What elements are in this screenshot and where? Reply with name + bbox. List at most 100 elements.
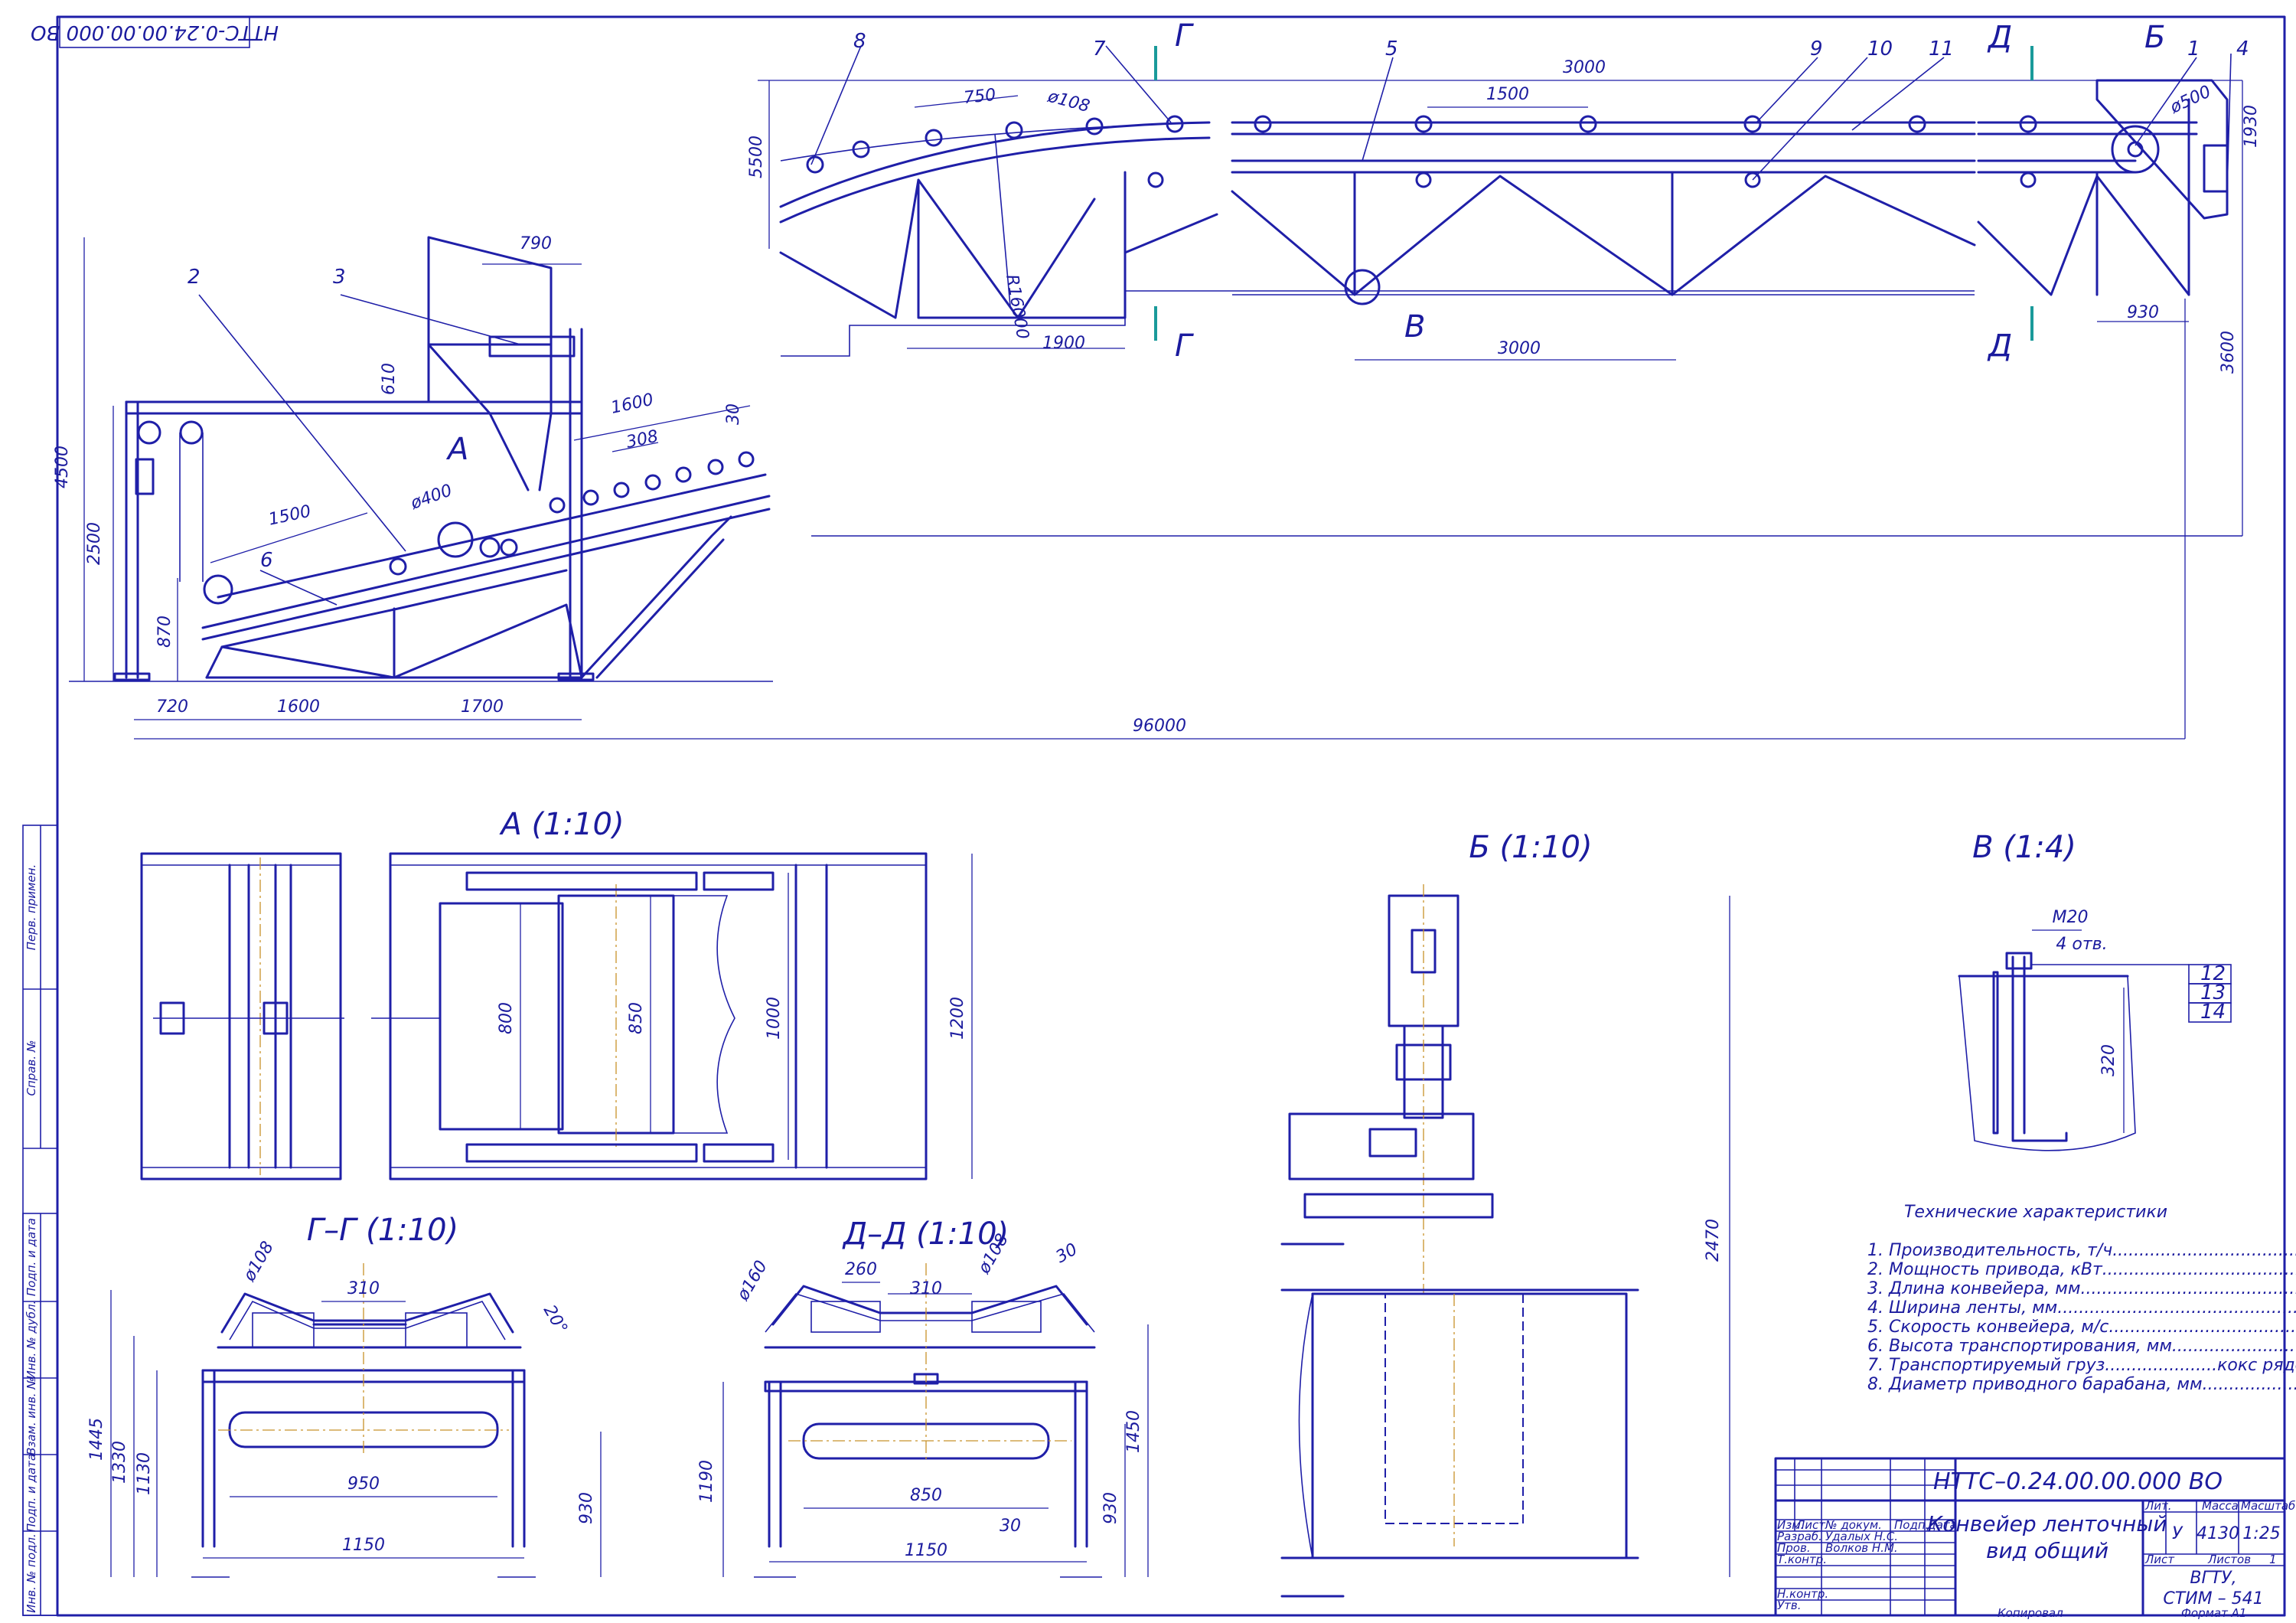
view-b-title: Б (1:10)	[1469, 830, 1592, 865]
dim-1600: 1600	[277, 697, 320, 717]
tb-scale-value: 1:25	[2242, 1524, 2280, 1543]
cut-g-top: Г	[1175, 18, 1194, 54]
pos-9: 9	[1810, 38, 1823, 60]
pos-1: 1	[2187, 38, 2200, 60]
dim-3000a: 3000	[1563, 58, 1606, 77]
dim-g1130: 1130	[135, 1452, 154, 1495]
section-g-labels: Г–Г (1:10) ø108 310 20° 1445 1330 1130 9…	[87, 1213, 596, 1555]
dim-b2470: 2470	[1704, 1219, 1723, 1262]
section-g	[110, 1263, 602, 1578]
dim-g20: 20°	[540, 1302, 571, 1337]
dim-d500: ø500	[2167, 82, 2214, 118]
view-v	[1958, 929, 2232, 1151]
side-stamp-2: Справ. №	[24, 1040, 38, 1096]
dim-930: 930	[2127, 303, 2159, 322]
dim-d160: ø160	[733, 1257, 771, 1304]
cut-a-main: А	[445, 432, 468, 467]
dim-holes: 4 отв.	[2056, 935, 2107, 954]
tb-h-date: Дата	[1926, 1518, 1957, 1532]
pos-3: 3	[333, 266, 346, 289]
cut-v-main: В	[1404, 309, 1425, 345]
dim-g108: ø108	[240, 1238, 278, 1285]
dim-d1190: 1190	[697, 1460, 716, 1503]
dim-r16000: R16000	[1002, 273, 1032, 341]
dim-1500: 1500	[267, 502, 313, 530]
section-g-title: Г–Г (1:10)	[307, 1213, 458, 1248]
view-a-labels: А (1:10) 800 850 1000 1200	[497, 807, 967, 1040]
dim-750: 750	[963, 86, 996, 108]
dim-720: 720	[156, 697, 188, 717]
spec-1: 1. Производительность, т/ч..............…	[1867, 1241, 2296, 1260]
upper-conveyor	[758, 45, 2243, 739]
dim-96000: 96000	[1133, 717, 1186, 736]
tb-format: Формат А1	[2181, 1606, 2246, 1620]
pos-10: 10	[1867, 38, 1893, 60]
side-stamp-1: Перв. примен.	[24, 864, 38, 951]
spec-5: 5. Скорость конвейера, м/с..............…	[1867, 1318, 2296, 1337]
dim-3600: 3600	[2219, 331, 2238, 374]
tb-code: НТТС–0.24.00.00.000 ВО	[1933, 1468, 2223, 1495]
pos-7: 7	[1093, 38, 1106, 60]
dim-308: 308	[625, 427, 660, 452]
tb-lit-label: Лит.	[2144, 1499, 2172, 1513]
dim-a1200: 1200	[948, 997, 967, 1040]
dim-610: 610	[380, 363, 399, 395]
pos-6: 6	[260, 549, 273, 572]
side-stamp-3: Подп. и дата	[24, 1218, 38, 1296]
side-stamp-6: Подп. и дата	[24, 1454, 38, 1532]
dim-d850: 850	[910, 1486, 942, 1505]
tb-role-4: Н.контр.	[1777, 1587, 1828, 1601]
sheet-frame	[56, 15, 2286, 1617]
loading-section	[69, 236, 2242, 740]
tb-h-izm: Изм.	[1777, 1518, 1804, 1532]
dim-2500: 2500	[85, 522, 104, 565]
side-stamp-7: Инв. № подл.	[24, 1533, 38, 1612]
spec-8: 8. Диаметр приводного барабана, мм......…	[1867, 1375, 2296, 1394]
dim-g310: 310	[347, 1279, 380, 1298]
dim-4500: 4500	[53, 446, 72, 488]
pos-8: 8	[853, 30, 866, 53]
section-d-title: Д–Д (1:10)	[842, 1216, 1009, 1252]
cut-g-bottom: Г	[1175, 328, 1194, 364]
dim-5500: 5500	[747, 136, 766, 178]
view-b-labels: Б (1:10) 2470	[1469, 830, 1723, 1262]
tb-copied: Копировал	[1998, 1606, 2063, 1620]
tb-sheets-value: 1	[2269, 1553, 2277, 1566]
tb-h-doc: № докум.	[1825, 1518, 1882, 1532]
tb-role-2: Пров.	[1777, 1541, 1811, 1555]
tb-role-3: Т.контр.	[1777, 1553, 1827, 1566]
dim-g1150: 1150	[342, 1536, 385, 1555]
specs-title: Технические характеристики	[1904, 1203, 2167, 1222]
rotated-stamp-code: НТТС-0.24.00.00.000 ВО	[31, 21, 279, 44]
tb-sheets-label: Листов	[2207, 1553, 2251, 1566]
upper-conveyor-labels: 8 7 5 9 10 11 1 4 Г Г Д Д Б В 3000 1500 …	[747, 18, 2261, 374]
view-a-title: А (1:10)	[498, 807, 624, 842]
dim-v320: 320	[2099, 1044, 2118, 1076]
view-v-labels: В (1:4) М20 4 отв. 12 13 14 320	[1972, 830, 2226, 1076]
tb-person-1: Удалых Н.С.	[1825, 1530, 1898, 1543]
dim-g1330: 1330	[110, 1441, 129, 1484]
dim-a800: 800	[497, 1002, 516, 1034]
side-stamp: Перв. примен. Справ. № Подп. и дата Инв.…	[22, 825, 58, 1616]
dim-1600b: 1600	[609, 390, 655, 418]
view-b	[1280, 884, 1730, 1598]
view-a	[140, 852, 973, 1181]
spec-3: 3. Длина конвейера, мм..................…	[1867, 1279, 2296, 1298]
cut-b-main: Б	[2144, 20, 2165, 55]
tb-h-list: Лист	[1795, 1518, 1826, 1532]
dim-d310: 310	[910, 1279, 942, 1298]
dim-g950: 950	[347, 1474, 380, 1494]
spec-7: 7. Транспортируемый груз................…	[1867, 1356, 2296, 1375]
tb-h-sign: Подп.	[1894, 1518, 1929, 1532]
dim-30: 30	[724, 403, 743, 425]
dim-d260: 260	[845, 1260, 877, 1279]
tb-name-2: вид общий	[1986, 1538, 2108, 1563]
dim-790: 790	[520, 234, 552, 253]
dim-3000b: 3000	[1498, 339, 1541, 358]
dim-d30b: 30	[1000, 1517, 1021, 1536]
spec-2: 2. Мощность привода, кВт................…	[1867, 1260, 2296, 1279]
dim-g930: 930	[577, 1492, 596, 1524]
dim-g1445: 1445	[87, 1418, 106, 1461]
pos-12: 12	[2200, 962, 2226, 985]
